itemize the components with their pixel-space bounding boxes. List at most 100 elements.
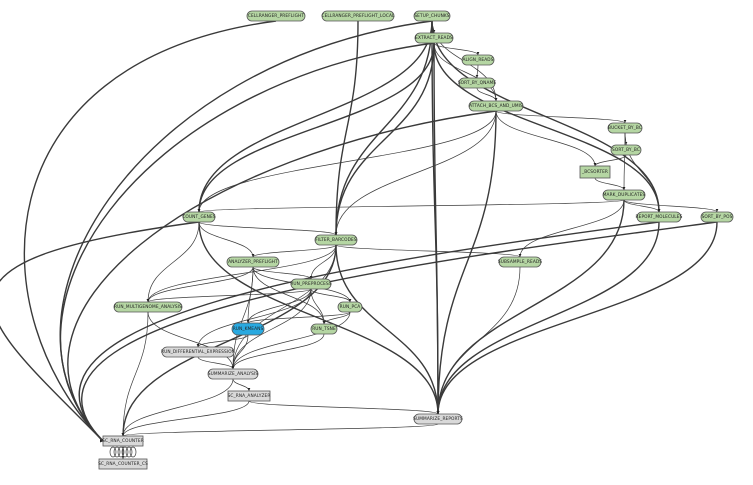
node-run-preprocess[interactable]: RUN_PREPROCESS [290, 278, 332, 290]
arrowhead-icon [146, 299, 150, 302]
node-pill[interactable] [413, 10, 451, 22]
node-pill[interactable] [207, 368, 259, 380]
node-extract-reads[interactable]: EXTRACT_READS [414, 32, 454, 44]
node-pill[interactable] [113, 301, 183, 313]
node-pill[interactable] [610, 144, 642, 156]
node-pill[interactable] [461, 54, 495, 66]
node-attach-bcs-and-umis[interactable]: ATTACH_BCS_AND_UMIS [468, 100, 524, 112]
node-label: SUBSAMPLE_READS [498, 259, 542, 265]
node-pill[interactable] [226, 256, 280, 268]
edge-extract-reads-to-filter-barcodes [335, 42, 435, 236]
node-subsample-reads[interactable]: SUBSAMPLE_READS [498, 256, 542, 268]
arrowhead-icon [436, 411, 440, 414]
node-run-multigenome-analysis[interactable]: RUN_MULTIGENOME_ANALYSIS [113, 301, 183, 313]
node-pill[interactable] [321, 10, 395, 22]
node-pill[interactable] [498, 256, 542, 268]
edge-mark-duplicates-to-summarize-reports [437, 199, 625, 415]
node-align-reads[interactable]: ALIGN_READS [461, 54, 495, 66]
arrowhead-icon [247, 388, 251, 391]
edge-summarize-analysis-to-sc-rna-counter [122, 378, 234, 437]
edge-cellranger-preflight-to-sc-rna-counter [23, 20, 277, 442]
node-pill[interactable] [636, 211, 682, 223]
node-cellranger-preflight[interactable]: CELLRANGER_PREFLIGHT [246, 10, 306, 22]
node-report-molecules[interactable]: REPORT_MOLECULES [636, 211, 683, 223]
node-mark-duplicates[interactable]: MARK_DUPLICATES [602, 189, 646, 201]
node-pill[interactable] [290, 278, 332, 290]
node-run-differential-expression[interactable]: RUN_DIFFERENTIAL_EXPRESSION [161, 346, 235, 358]
arrowhead-icon [475, 75, 479, 78]
node-analyzer-preflight[interactable]: ANALYZER_PREFLIGHT [226, 256, 280, 268]
edge-filter-barcodes-to-subsample-reads [335, 244, 521, 258]
node-summarize-analysis[interactable]: SUMMARIZE_ANALYSIS [207, 368, 259, 380]
node-pill[interactable] [161, 346, 235, 358]
node-pill[interactable] [314, 234, 358, 246]
edge-analyzer-preflight-to-run-preprocess [252, 266, 312, 280]
node-cellranger-preflight-local[interactable]: CELLRANGER_PREFLIGHT_LOCAL [321, 10, 395, 22]
edge-setup-chunks-to-summarize-reports [431, 20, 439, 415]
node-summarize-reports[interactable]: SUMMARIZE_REPORTS [413, 413, 463, 425]
edge-count-genes-to-analyzer-preflight [198, 221, 254, 258]
node-count-genes[interactable]: COUNT_GENES [182, 211, 216, 223]
edge-run-preprocess-to-summarize-analysis [232, 288, 312, 370]
edge-run-preprocess-to-run-multigenome-analysis [147, 288, 312, 303]
node-pill[interactable] [337, 301, 363, 313]
node-sc-rna-counter-cs[interactable]: SC_RNA_COUNTER_CS [98, 458, 148, 470]
node-pill[interactable] [468, 100, 524, 112]
arrowhead-icon [196, 344, 200, 347]
node-box[interactable] [579, 165, 611, 179]
node-pill[interactable] [414, 32, 454, 44]
node-pill[interactable] [246, 10, 306, 22]
node-sort-by-bc[interactable]: SORT_BY_BC [610, 144, 642, 156]
node-pill[interactable] [182, 211, 216, 223]
node-label: SORT_BY_BC [612, 147, 640, 153]
edge-sort-by-pos-to-summarize-reports [437, 221, 718, 415]
arrowhead-icon [197, 209, 201, 212]
node-pill[interactable] [607, 122, 643, 134]
edge-extract-reads-to-align-reads [433, 42, 479, 56]
node-pill[interactable] [458, 77, 496, 89]
arrowhead-icon [246, 320, 250, 323]
node-pill[interactable] [413, 413, 463, 425]
node-setup-chunks[interactable]: SETUP_CHUNKS [413, 10, 451, 22]
node-sort-by-pos[interactable]: SORT_BY_POS [700, 211, 734, 223]
edge-filter-barcodes-to-summarize-reports [335, 244, 439, 415]
edge-coil [109, 446, 117, 458]
node-sc-rna-analyzer[interactable]: SC_RNA_ANALYZER [227, 390, 271, 402]
nodes-layer: CELLRANGER_PREFLIGHT CELLRANGER_PREFLIGHT… [98, 10, 734, 470]
node-run-pca[interactable]: RUN_PCA [337, 301, 363, 313]
edge-sort-by-pos-to-sc-rna-counter [81, 221, 718, 442]
edge-coil [121, 446, 129, 458]
node-label: RUN_PCA [340, 304, 361, 310]
node-pill[interactable] [231, 322, 265, 336]
node-pill[interactable] [700, 211, 734, 223]
node-sort-by-qname[interactable]: SORT_BY_QNAME [458, 77, 496, 89]
edge-run-kmeans-to-run-differential-expression [197, 334, 249, 348]
node-box[interactable] [227, 390, 271, 402]
edge-run-pca-to-summarize-analysis [232, 311, 351, 370]
node-box[interactable] [102, 435, 144, 447]
edge-filter-barcodes-to-run-preprocess [310, 244, 337, 280]
edge-coil [113, 446, 121, 458]
node-pill[interactable] [310, 323, 338, 335]
arrowhead-icon [657, 209, 661, 212]
edge-summarize-analysis-to-sc-rna-analyzer [232, 378, 250, 392]
node-bcsorter[interactable]: _BCSORTER [579, 165, 611, 179]
node-bucket-by-bc[interactable]: BUCKET_BY_BC [607, 122, 643, 134]
arrowhead-icon [231, 366, 235, 369]
edge-extract-reads-to-attach-bcs-and-umis [433, 42, 497, 102]
edge-run-tsne-to-summarize-analysis [232, 333, 325, 370]
arrowhead-icon [622, 187, 626, 190]
edge-filter-barcodes-to-analyzer-preflight [252, 244, 337, 258]
node-label: RUN_MULTIGENOME_ANALYSIS [114, 304, 182, 310]
node-label: SORT_BY_POS [702, 214, 733, 220]
edge-run-multigenome-analysis-to-sc-rna-counter [122, 311, 149, 437]
arrowhead-icon [121, 433, 125, 436]
node-run-kmeans[interactable]: RUN_KMEANS [231, 322, 265, 336]
edge-attach-bcs-and-umis-to-bucket-by-bc [495, 110, 626, 124]
node-box[interactable] [98, 458, 148, 470]
node-sc-rna-counter[interactable]: SC_RNA_COUNTER [102, 435, 144, 447]
node-label: CELLRANGER_PREFLIGHT_LOCAL [322, 13, 395, 19]
node-filter-barcodes[interactable]: FILTER_BARCODES [314, 234, 358, 246]
node-pill[interactable] [602, 189, 646, 201]
node-run-tsne[interactable]: RUN_TSNE [310, 323, 338, 335]
